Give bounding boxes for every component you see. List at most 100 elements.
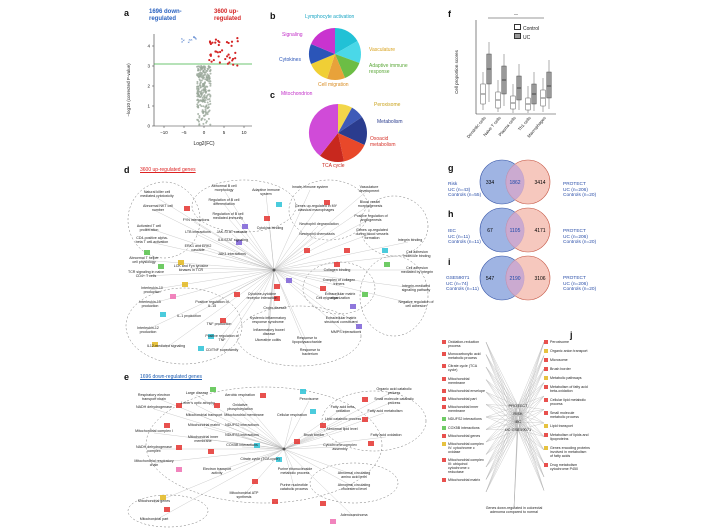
j-left-node: Mitochondrial complex III: ubiquinol cyt… (442, 458, 486, 474)
network-j-edge (485, 416, 519, 423)
network-j-edge (485, 429, 519, 431)
network-d-edge (149, 241, 275, 271)
j-center: PROTECT RISK IEC UC GSE59071 (498, 402, 538, 434)
d-node-neutdeg: Neutrophil degranulation (299, 222, 339, 226)
d-node-ecm: Extracellular matrix organization (324, 292, 356, 300)
network-j-edge (517, 413, 545, 491)
j-node-marker (442, 425, 446, 430)
j-node-marker (544, 398, 548, 402)
volcano-point (207, 103, 210, 106)
volcano-ytick-label: 0 (147, 124, 150, 129)
volcano-point (202, 110, 205, 113)
venn-h-right-count: 4171 (534, 228, 545, 234)
network-e-marker (160, 495, 166, 500)
network-d-edge (273, 269, 327, 301)
e-node-nadh: NADH dehydrogenase (136, 405, 172, 409)
j-right-node: Small molecule metabolic process (544, 411, 590, 419)
network-d-edge (273, 269, 307, 341)
network-d-edge (231, 241, 275, 271)
network-j-edge (517, 429, 545, 491)
venn-g-right-l2: UC (n=206) (563, 187, 588, 193)
network-j-edge (485, 421, 519, 493)
volcano-xtick-label: 10 (241, 130, 247, 135)
volcano-point-up (232, 63, 235, 66)
network-e-marker (254, 443, 260, 448)
j-left-node: COX5B interactions (442, 425, 486, 430)
volcano-ytick-label: 1 (147, 104, 150, 109)
network-e-marker (300, 389, 306, 394)
legend-control-label: Control (523, 26, 540, 32)
network-j-edge (517, 405, 545, 464)
network-d-marker (286, 278, 292, 283)
network-e-edge (283, 400, 395, 450)
box-xtick-label: Th1 cells (517, 115, 532, 131)
network-d-edge (267, 269, 275, 343)
e-node-aminoacid: Abnormal circulating amino acid level (337, 471, 371, 479)
j-right-node: Organic anion transport (544, 349, 590, 353)
e-node-minner: Mitochondrial inner membrane (187, 435, 219, 443)
venn-g-left-l1: Risk (448, 182, 458, 187)
network-d-edge (231, 255, 275, 271)
volcano-point (207, 74, 210, 77)
pie-b-label-cell-migration: Cell migration (318, 82, 349, 88)
network-j-edge (517, 341, 545, 407)
network-j-edge (485, 366, 519, 423)
network-j-edge (517, 421, 545, 464)
j-right-node-label: Cellular lipid metabolic process (550, 398, 586, 406)
e-node-nadhcomp: NADH dehydrogenase complex (136, 445, 172, 453)
network-d-edge (273, 189, 311, 271)
e-node-cellresp: Cellular respiration (277, 413, 307, 417)
volcano-point (201, 110, 204, 113)
network-d-marker (324, 200, 330, 205)
network-j-edge (485, 354, 519, 407)
network-j-edge (485, 421, 519, 455)
volcano-point (209, 72, 212, 75)
d-node-intsig: Integrin-mediated signaling pathway (401, 284, 431, 292)
volcano-point (196, 82, 199, 85)
volcano-point-up (219, 50, 222, 54)
j-left-node: Mitochondrial matrix (442, 478, 486, 483)
d-node-bcell: Abnormal B cell morphology (211, 184, 237, 192)
volcano-point-up (220, 49, 224, 52)
venn-g: 334 1862 3414 (479, 159, 551, 205)
network-j-edge (485, 413, 519, 493)
volcano-point (209, 102, 212, 105)
network-j-edge (517, 405, 545, 410)
network-d-edge (193, 221, 275, 271)
network-j-edge (517, 413, 545, 464)
volcano-point (202, 91, 205, 94)
volcano-point (198, 72, 201, 75)
network-j-edge (517, 405, 545, 437)
j-node-marker (442, 388, 446, 393)
network-e-edge (283, 446, 341, 450)
network-d-marker (182, 282, 188, 287)
network-j-edge (517, 429, 545, 478)
d-node-tnf: TNF production (206, 322, 232, 326)
pie-c-label-mitochondrion: Mitochondrion (281, 91, 313, 97)
network-d-edge (273, 205, 369, 271)
volcano-point-up (236, 64, 239, 67)
network-d-edge (267, 269, 275, 321)
venn-i-left-count: 547 (486, 276, 495, 282)
volcano-point (209, 80, 212, 83)
e-node-lipcat: Lipid catabolic process (324, 417, 362, 421)
j-node-marker (442, 352, 446, 357)
e-node-ndufs2: NDUFS2 interactions (225, 423, 259, 427)
volcano-point-up (231, 59, 234, 62)
network-e-marker (276, 457, 282, 462)
j-node-marker (544, 433, 548, 437)
network-e-edge (283, 408, 343, 450)
volcano-ytick-label: 3 (147, 64, 150, 69)
venn-i-right-count: 3106 (534, 276, 545, 282)
e-node-mci: Mitochondrial complex I (135, 429, 173, 433)
network-e-marker (362, 397, 368, 402)
network-j-edge (517, 405, 545, 424)
network-j-edge (485, 341, 519, 415)
network-e-edge (283, 448, 355, 488)
j-node-marker (544, 367, 548, 371)
network-e-edge (259, 448, 285, 462)
network-d-edge (153, 195, 275, 271)
volcano-point (197, 120, 200, 123)
d-node-bact: Response to bacterium (299, 348, 321, 356)
